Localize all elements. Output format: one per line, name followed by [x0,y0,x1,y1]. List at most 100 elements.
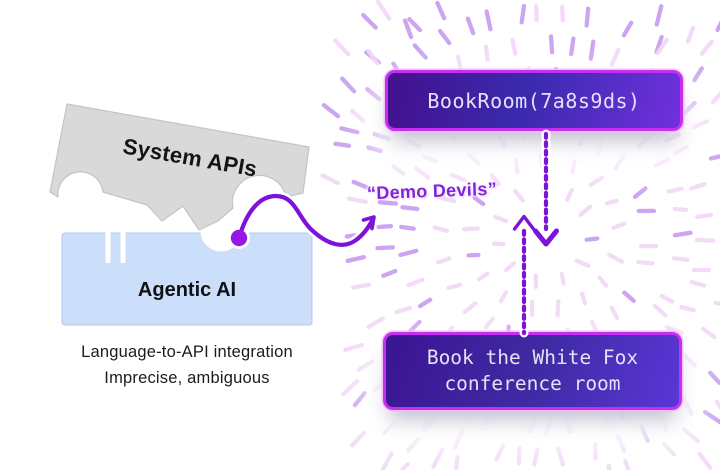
burst-dash [493,214,509,224]
request-label: Book the White Fox conference room [427,345,638,397]
burst-dash [343,342,365,352]
burst-dash [543,415,553,437]
burst-dash [438,195,457,204]
caption: Language-to-API integration Imprecise, a… [12,339,362,391]
burst-dash [555,299,561,318]
burst-dash [431,447,445,469]
burst-dash [589,319,599,334]
burst-dash [653,157,671,168]
burst-dash [570,158,577,174]
burst-dash [611,221,627,230]
burst-dash [494,443,506,462]
burst-dash [483,316,495,330]
burst-dash [715,20,720,33]
burst-dash [350,430,367,448]
burst-dash [616,434,627,453]
burst-dash [462,226,480,232]
burst-dash [661,441,677,457]
burst-dash [446,282,463,290]
function-call-label: BookRoom(7a8s9ds) [427,88,641,113]
burst-dash [372,131,391,142]
burst-dash [555,446,566,467]
burst-dash [574,258,591,269]
burst-dash [380,451,394,470]
burst-dash [632,186,648,199]
burst-dash [489,173,501,187]
burst-dash [681,426,700,444]
request-line-2: conference room [444,372,621,395]
burst-dash [559,271,566,286]
burst-dash [659,293,675,304]
burst-dash [435,0,447,21]
burst-dash [697,451,713,470]
function-call-box: BookRoom(7a8s9ds) [385,70,683,131]
burst-dash [341,378,360,397]
burst-dash [510,37,518,56]
burst-dash [588,175,605,188]
burst-dash [588,39,596,61]
burst-dash [714,399,720,411]
burst-dash [673,144,690,156]
burst-dash [504,261,517,273]
burst-dash [654,34,664,55]
burst-dash [398,248,419,258]
burst-dash [607,252,625,264]
burst-dash [609,47,621,68]
burst-dash [366,145,383,154]
burst-dash [406,137,421,149]
burst-dash [512,188,526,203]
burst-dash [597,275,609,288]
burst-dash [565,187,574,202]
burst-dash [680,395,694,416]
burst-dash [472,195,486,207]
burst-dash [453,455,460,470]
burst-dash [713,300,720,307]
burst-dash [672,230,693,238]
burst-dash [361,12,378,30]
burst-dash [400,205,420,212]
request-line-1: Book the White Fox [426,346,639,369]
burst-dash [432,225,450,234]
burst-dash [655,37,669,56]
burst-dash [595,137,605,156]
system-apis-torn-card: System APIs [49,103,310,231]
burst-dash [699,39,714,56]
burst-dash [466,152,481,166]
burst-dash [689,181,707,191]
burst-dash [579,291,588,306]
caption-line-2: Imprecise, ambiguous [104,369,270,387]
burst-dash [421,154,439,164]
burst-dash [498,290,509,304]
burst-dash [710,91,720,105]
burst-dash [402,18,414,40]
burst-dash [708,154,720,161]
burst-dash [406,436,421,453]
burst-dash [365,87,382,102]
burst-dash [681,352,697,368]
burst-dash [685,25,696,44]
burst-dash [666,186,684,194]
burst-dash [692,66,704,83]
burst-dash [654,4,664,27]
burst-dash [413,166,431,180]
burst-dash [366,48,380,66]
burst-dash [391,164,406,176]
burst-dash [399,224,416,231]
burst-dash [671,256,690,263]
burst-dash [351,282,372,290]
burst-dash [604,198,619,206]
burst-dash [600,405,611,427]
burst-dash [658,414,669,432]
burst-dash [421,413,431,432]
burst-dash [376,223,394,230]
burst-dash [622,290,636,303]
burst-dash [563,414,573,435]
burst-dash [407,16,423,33]
burst-dash [321,103,341,119]
burst-dash [436,256,452,265]
burst-dash [339,126,360,135]
burst-dash [679,304,696,313]
burst-dash [609,305,620,321]
burst-dash [406,319,422,336]
